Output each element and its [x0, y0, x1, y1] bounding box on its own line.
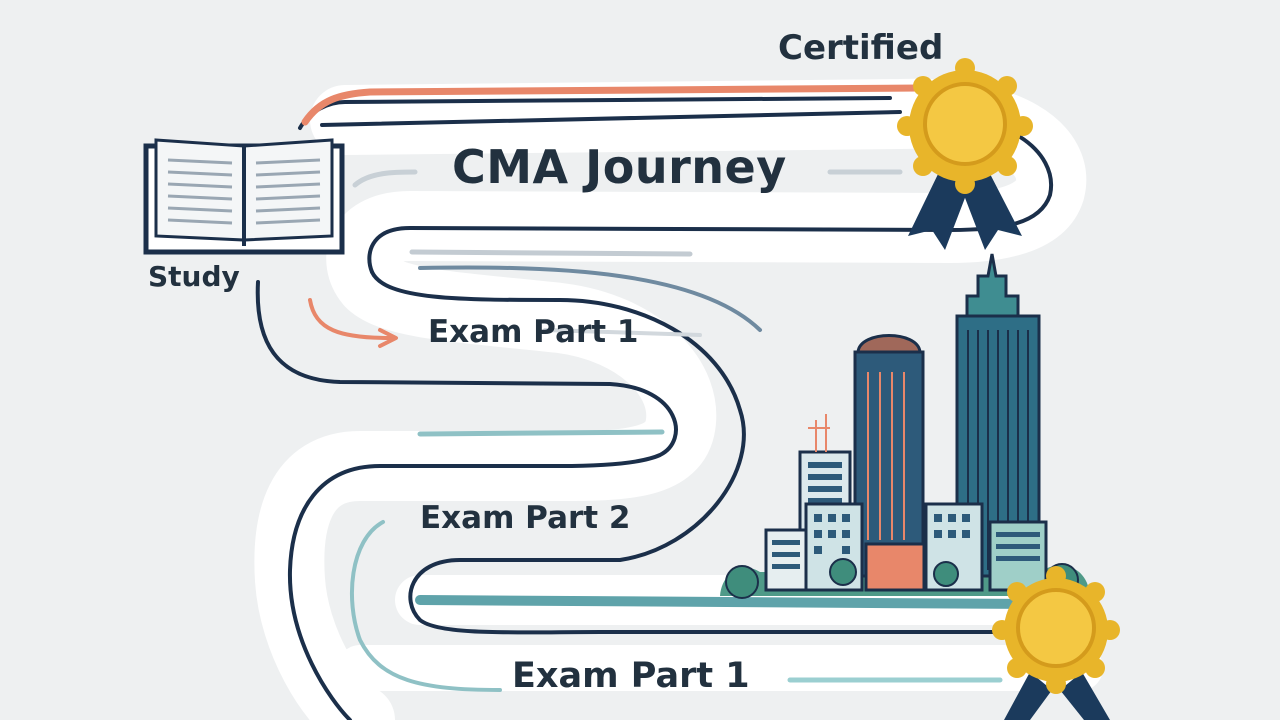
city-skyline-icon [720, 253, 1090, 599]
lane-line-teal-curve [349, 520, 502, 692]
exam-part-2-label: Exam Part 2 [420, 500, 631, 536]
medal-icon [992, 566, 1120, 720]
road-edge-winding [255, 280, 678, 720]
road-edge-inner-winding [370, 270, 1042, 635]
diagram-title: CMA Journey [452, 140, 787, 194]
lane-line-teal [417, 429, 665, 437]
orange-accent-line [301, 84, 924, 126]
lane-line [543, 328, 702, 337]
lane-line [409, 249, 693, 257]
medal-icon [897, 58, 1033, 250]
exam-part-1-bottom-label: Exam Part 1 [512, 656, 750, 696]
lane-line [352, 169, 418, 188]
road-fill [254, 78, 1087, 720]
open-book-icon [143, 138, 345, 255]
exam-part-1-label: Exam Part 1 [428, 314, 639, 350]
study-label: Study [148, 260, 240, 293]
arrow-icon [308, 298, 398, 348]
teal-road-stripe [415, 595, 1035, 609]
road-edge-inner-top [320, 110, 902, 127]
certified-label: Certified [778, 28, 944, 68]
lane-line-blue [418, 265, 762, 332]
